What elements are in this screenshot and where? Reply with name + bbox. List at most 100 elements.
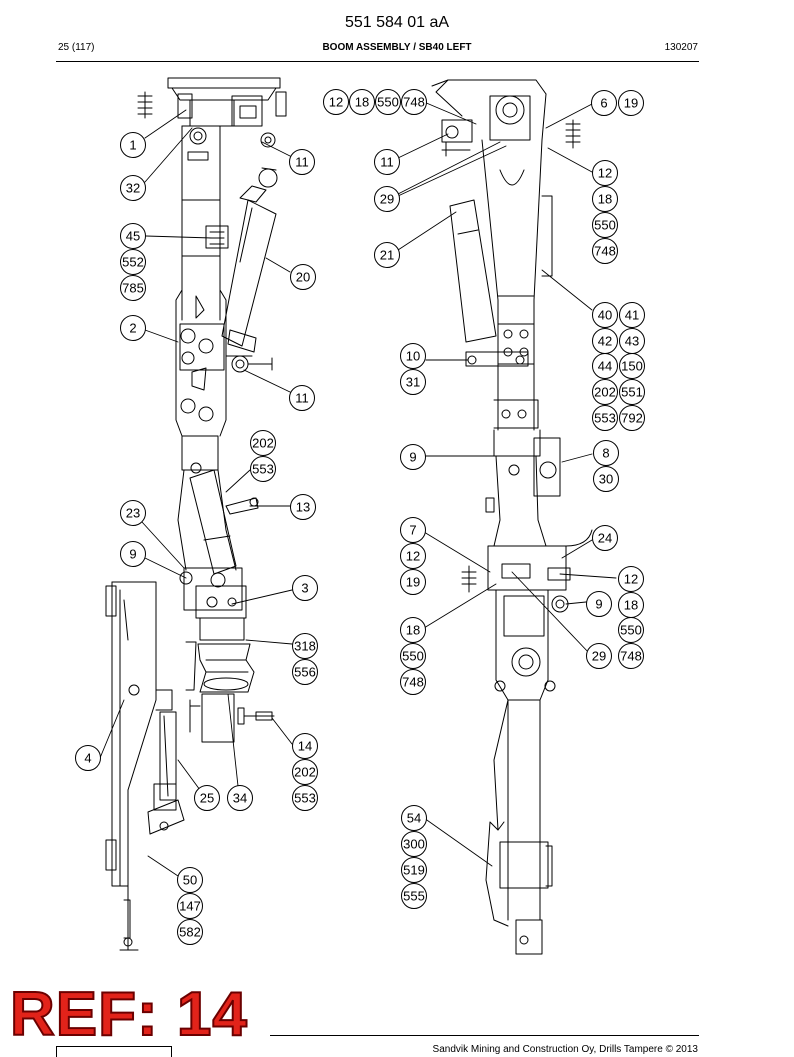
callout-792: 792: [619, 405, 645, 431]
callout-balloon: [593, 466, 619, 492]
callout-748: 748: [618, 643, 644, 669]
callout-balloon: [290, 264, 316, 290]
callout-number: 147: [179, 899, 201, 914]
callout-1: 1: [120, 132, 146, 158]
callout-number: 54: [407, 811, 421, 826]
callout-550: 550: [592, 212, 618, 238]
callout-number: 553: [294, 791, 316, 806]
callout-balloon: [292, 733, 318, 759]
callout-30: 30: [593, 466, 619, 492]
callout-number: 40: [598, 308, 612, 323]
callout-number: 50: [183, 873, 197, 888]
callout-150: 150: [619, 353, 645, 379]
callout-24: 24: [592, 525, 618, 551]
callout-number: 34: [233, 791, 247, 806]
callout-12: 12: [592, 160, 618, 186]
callout-12: 12: [323, 89, 349, 115]
callout-number: 792: [621, 411, 643, 426]
callout-41: 41: [619, 302, 645, 328]
callout-42: 42: [592, 328, 618, 354]
callout-balloon: [401, 857, 427, 883]
callout-9: 9: [400, 444, 426, 470]
callout-balloon: [177, 919, 203, 945]
callout-balloon: [227, 785, 253, 811]
callout-19: 19: [400, 569, 426, 595]
callout-550: 550: [618, 617, 644, 643]
callout-number: 12: [624, 572, 638, 587]
callout-balloon: [292, 659, 318, 685]
callout-40: 40: [592, 302, 618, 328]
callout-32: 32: [120, 175, 146, 201]
callout-balloon: [586, 643, 612, 669]
callout-number: 318: [294, 639, 316, 654]
callout-balloon: [618, 643, 644, 669]
callout-balloon: [250, 456, 276, 482]
callout-25: 25: [194, 785, 220, 811]
callout-number: 13: [296, 500, 310, 515]
callout-number: 550: [402, 649, 424, 664]
callout-14: 14: [292, 733, 318, 759]
callout-3: 3: [292, 575, 318, 601]
callout-number: 300: [403, 837, 425, 852]
callout-number: 44: [598, 359, 612, 374]
callout-balloon: [250, 430, 276, 456]
callout-number: 150: [621, 359, 643, 374]
callout-555: 555: [401, 883, 427, 909]
callout-balloon: [120, 175, 146, 201]
callout-number: 550: [620, 623, 642, 638]
ref-stamp: REF: 14: [9, 980, 248, 1049]
callout-318: 318: [292, 633, 318, 659]
callout-balloon: [592, 160, 618, 186]
callout-number: 552: [122, 255, 144, 270]
callout-147: 147: [177, 893, 203, 919]
callout-number: 25: [200, 791, 214, 806]
callout-balloon: [592, 212, 618, 238]
callout-balloon: [374, 186, 400, 212]
callout-number: 11: [295, 391, 309, 406]
callout-balloon: [401, 805, 427, 831]
callout-balloon: [375, 89, 401, 115]
callout-balloon: [349, 89, 375, 115]
callout-number: 29: [380, 192, 394, 207]
callout-balloon: [592, 353, 618, 379]
callout-number: 19: [624, 96, 638, 111]
callout-balloon: [592, 302, 618, 328]
callout-number: 550: [377, 95, 399, 110]
callout-6: 6: [591, 90, 617, 116]
callout-551: 551: [619, 379, 645, 405]
callout-9: 9: [120, 541, 146, 567]
callout-number: 519: [403, 863, 425, 878]
callout-18: 18: [400, 617, 426, 643]
callout-43: 43: [619, 328, 645, 354]
callout-balloon: [586, 591, 612, 617]
callout-balloon: [591, 90, 617, 116]
callout-300: 300: [401, 831, 427, 857]
callout-number: 10: [406, 349, 420, 364]
callout-7: 7: [400, 517, 426, 543]
callout-balloon: [177, 867, 203, 893]
callout-balloon: [120, 500, 146, 526]
callout-number: 32: [126, 181, 140, 196]
callout-519: 519: [401, 857, 427, 883]
callout-balloon: [120, 275, 146, 301]
callout-21: 21: [374, 242, 400, 268]
callout-number: 18: [598, 192, 612, 207]
callout-number: 556: [294, 665, 316, 680]
callout-balloon: [292, 759, 318, 785]
callout-number: 43: [625, 334, 639, 349]
callout-550: 550: [375, 89, 401, 115]
callout-balloon: [289, 385, 315, 411]
callout-23: 23: [120, 500, 146, 526]
callout-556: 556: [292, 659, 318, 685]
callout-balloon: [619, 302, 645, 328]
callout-balloon: [619, 405, 645, 431]
callout-balloon: [400, 343, 426, 369]
callout-number: 29: [592, 649, 606, 664]
header-rule: [56, 61, 699, 62]
callout-number: 551: [621, 385, 643, 400]
callout-number: 9: [409, 450, 416, 465]
callout-number: 24: [598, 531, 612, 546]
callout-balloon: [374, 242, 400, 268]
callout-number: 12: [406, 549, 420, 564]
callout-balloon: [323, 89, 349, 115]
